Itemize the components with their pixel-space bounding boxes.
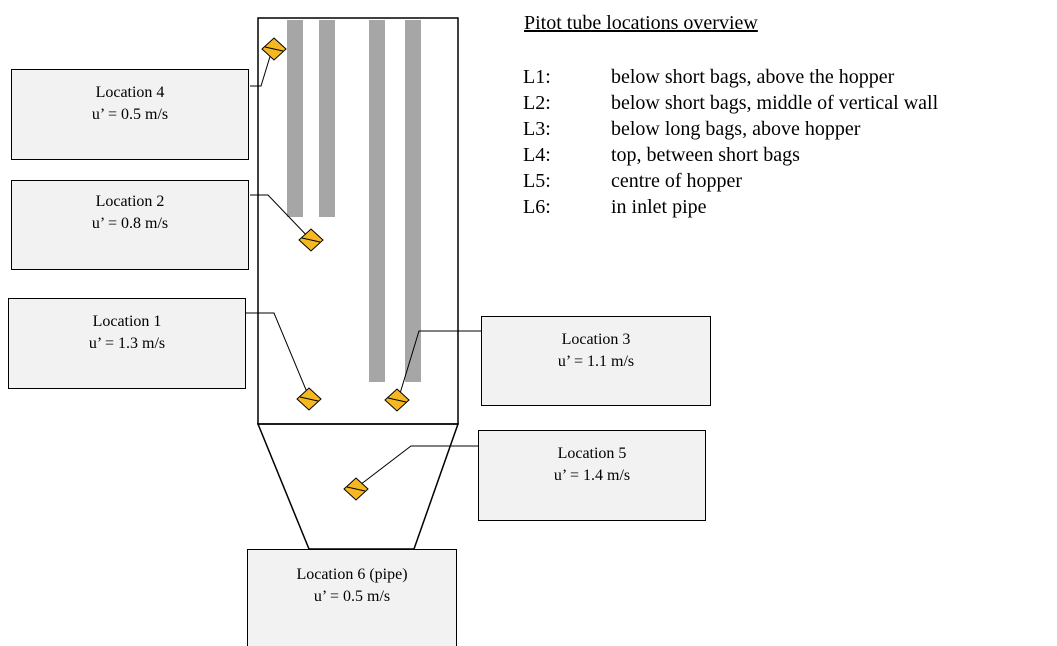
overview-item-l1: L1: below short bags, above the hopper	[523, 64, 938, 90]
location-4-box: Location 4 u’ = 0.5 m/s	[11, 69, 249, 160]
overview-text: centre of hopper	[611, 170, 743, 192]
leader-line-loc2	[250, 194, 312, 241]
overview-title: Pitot tube locations overview	[524, 12, 758, 34]
location-1-box: Location 1 u’ = 1.3 m/s	[8, 298, 246, 389]
leader-line-loc4	[250, 49, 273, 87]
location-6-box: Location 6 (pipe) u’ = 0.5 m/s	[247, 549, 457, 646]
short-bag-1	[287, 20, 303, 217]
location-6-title: Location 6 (pipe)	[296, 566, 408, 583]
overview-text: below short bags, middle of vertical wal…	[611, 92, 939, 114]
leader-line-loc3	[397, 330, 481, 401]
leader-line-loc5	[355, 445, 478, 489]
location-5-title: Location 5	[557, 445, 627, 462]
overview-item-l4: L4: top, between short bags	[523, 142, 938, 168]
location-5-box: Location 5 u’ = 1.4 m/s	[478, 430, 706, 521]
overview-code: L2:	[523, 92, 551, 114]
short-bag-2	[319, 20, 335, 217]
overview-item-l3: L3: below long bags, above hopper	[523, 116, 938, 142]
long-bag-2	[405, 20, 421, 382]
pitot-marker-loc2	[298, 228, 324, 252]
overview-code: L6:	[523, 196, 551, 218]
overview-text: below short bags, above the hopper	[611, 66, 895, 88]
location-1-speed: u’ = 1.3 m/s	[88, 335, 166, 352]
locations-overview: Pitot tube locations overview L1: below s…	[523, 12, 938, 220]
location-5-speed: u’ = 1.4 m/s	[553, 467, 631, 484]
location-6-speed: u’ = 0.5 m/s	[313, 588, 391, 605]
location-4-title: Location 4	[95, 84, 165, 101]
location-2-speed: u’ = 0.8 m/s	[91, 215, 169, 232]
overview-list: L1: below short bags, above the hopper L2…	[523, 64, 938, 220]
long-bag-1	[369, 20, 385, 382]
overview-item-l6: L6: in inlet pipe	[523, 194, 938, 220]
overview-code: L5:	[523, 170, 551, 192]
pitot-marker-loc3	[384, 388, 410, 412]
location-2-box: Location 2 u’ = 0.8 m/s	[11, 180, 249, 270]
overview-text: top, between short bags	[611, 144, 800, 166]
location-4-speed: u’ = 0.5 m/s	[91, 106, 169, 123]
pitot-marker-loc1	[296, 387, 322, 411]
overview-code: L3:	[523, 118, 551, 140]
pitot-marker-loc5	[343, 477, 369, 501]
overview-code: L1:	[523, 66, 551, 88]
location-3-speed: u’ = 1.1 m/s	[557, 353, 635, 370]
overview-item-l5: L5: centre of hopper	[523, 168, 938, 194]
location-3-title: Location 3	[561, 331, 631, 348]
location-3-box: Location 3 u’ = 1.1 m/s	[481, 316, 711, 406]
overview-text: in inlet pipe	[611, 196, 707, 218]
overview-code: L4:	[523, 144, 551, 166]
overview-item-l2: L2: below short bags, middle of vertical …	[523, 90, 938, 116]
location-2-title: Location 2	[95, 193, 165, 210]
pitot-marker-loc4	[261, 37, 287, 61]
location-1-title: Location 1	[92, 313, 162, 330]
leader-line-loc1	[246, 312, 310, 398]
overview-text: below long bags, above hopper	[611, 118, 861, 140]
